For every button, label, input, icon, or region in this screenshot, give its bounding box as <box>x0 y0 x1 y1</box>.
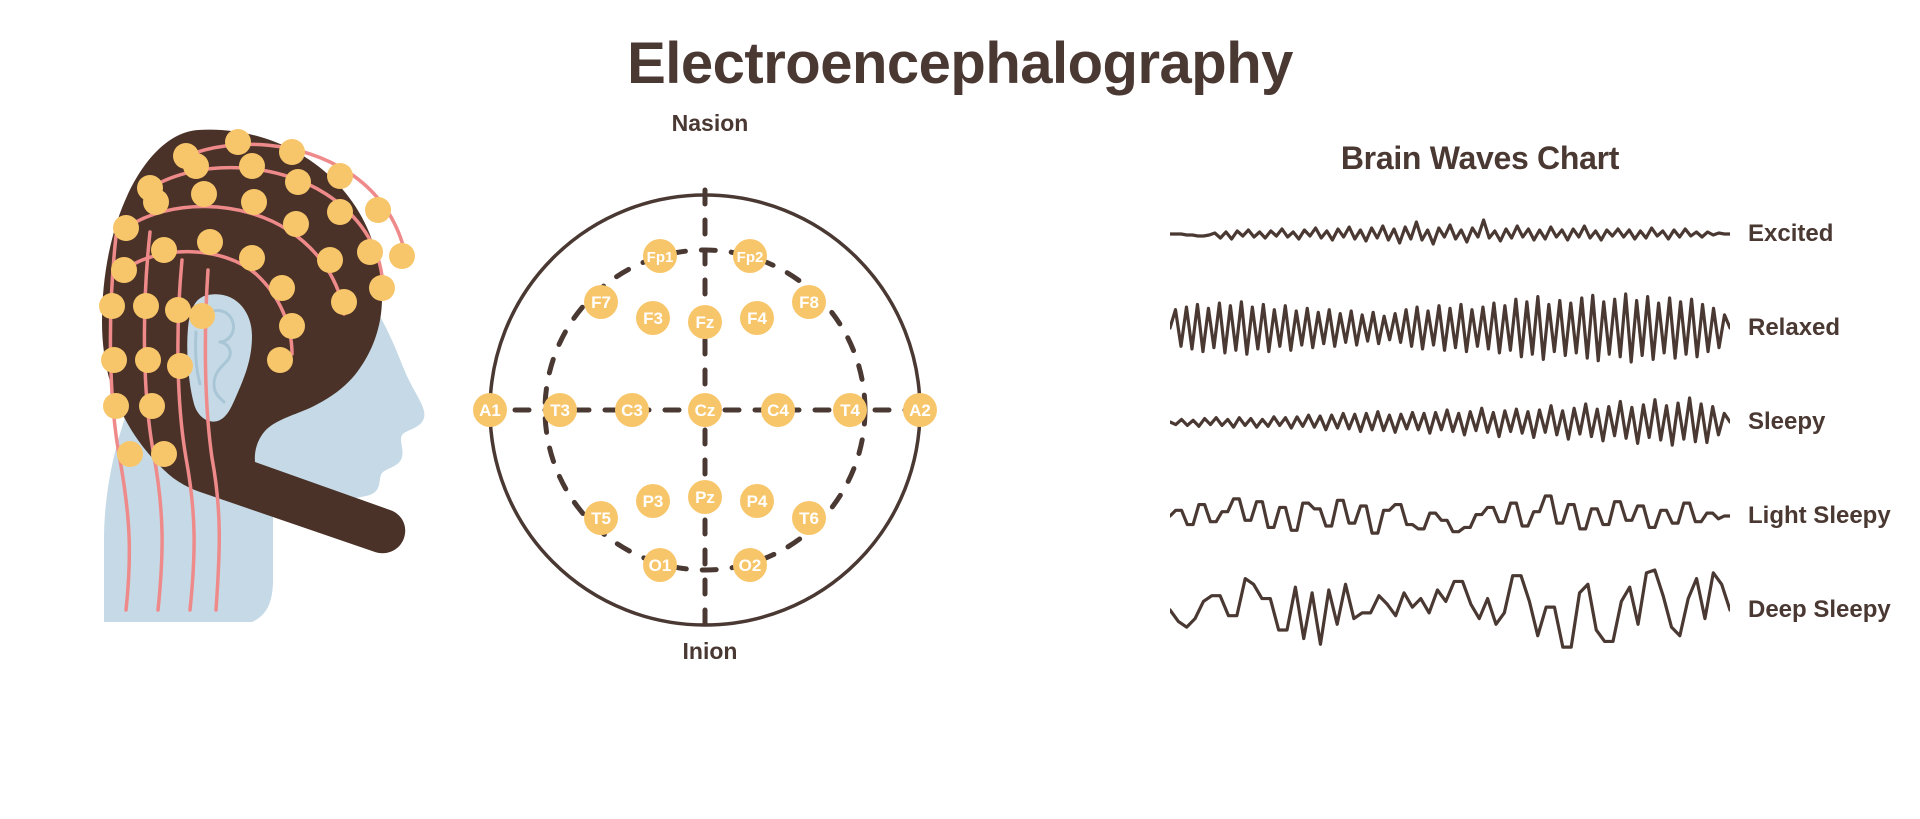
electrode-node-f3[interactable]: F3 <box>636 301 670 335</box>
electrode-node-t3[interactable]: T3 <box>543 393 577 427</box>
electrode-label: A1 <box>479 401 501 420</box>
electrode-label: O1 <box>649 556 672 575</box>
electrode-node-o1[interactable]: O1 <box>643 548 677 582</box>
wave-label-deep-sleepy: Deep Sleepy <box>1748 596 1891 623</box>
electrode-circle <box>792 501 826 535</box>
wave-label-light-sleepy: Light Sleepy <box>1748 502 1891 529</box>
electrode-node-fp2[interactable]: Fp2 <box>733 239 767 273</box>
electrode-node-a2[interactable]: A2 <box>903 393 937 427</box>
wave-row-deep-sleepy: Deep Sleepy <box>1170 564 1910 656</box>
electrode-node-f4[interactable]: F4 <box>740 301 774 335</box>
wave-path <box>1170 570 1730 647</box>
electrode-circle <box>688 393 722 427</box>
electrode-node-f7[interactable]: F7 <box>584 285 618 319</box>
wave-label-sleepy: Sleepy <box>1748 408 1826 435</box>
electrode-label: F4 <box>747 309 767 328</box>
electrode-circle <box>792 285 826 319</box>
electrode-circle <box>543 393 577 427</box>
electrode-node-f8[interactable]: F8 <box>792 285 826 319</box>
wave-trace-excited <box>1170 188 1730 280</box>
electrode-circle <box>903 393 937 427</box>
electrode-node-pz[interactable]: Pz <box>688 480 722 514</box>
wave-trace-deep-sleepy <box>1170 564 1730 656</box>
electrode-dots <box>99 129 415 467</box>
wave-row-light-sleepy: Light Sleepy <box>1170 470 1910 562</box>
electrode-label: F3 <box>643 309 663 328</box>
wave-label-excited: Excited <box>1748 220 1834 247</box>
electrode-circle <box>636 301 670 335</box>
wave-path <box>1170 294 1730 362</box>
wave-row-excited: Excited <box>1170 188 1910 280</box>
electrode-label: C3 <box>621 401 643 420</box>
wave-trace-light-sleepy <box>1170 470 1730 562</box>
electrode-node-fp1[interactable]: Fp1 <box>643 239 677 273</box>
electrode-label: T6 <box>799 509 819 528</box>
electrode-circle <box>636 484 670 518</box>
electrode-circle <box>615 393 649 427</box>
electrode-label: T3 <box>550 401 570 420</box>
nasion-label: Nasion <box>671 110 749 136</box>
electrode-circle <box>584 501 618 535</box>
wave-row-relaxed: Relaxed <box>1170 282 1910 374</box>
electrode-node-c4[interactable]: C4 <box>761 393 795 427</box>
brain-waves-chart-title: Brain Waves Chart <box>1340 140 1620 176</box>
electrode-label: Cz <box>695 401 716 420</box>
electrode-circle <box>740 484 774 518</box>
electrode-circle <box>733 548 767 582</box>
electrode-label: O2 <box>739 556 762 575</box>
electrode-node-t6[interactable]: T6 <box>792 501 826 535</box>
wave-path <box>1170 398 1730 445</box>
wave-label-relaxed: Relaxed <box>1748 314 1841 341</box>
electrode-label: T5 <box>591 509 611 528</box>
wave-trace-relaxed <box>1170 282 1730 374</box>
page-title: Electroencephalography <box>627 31 1293 96</box>
electrode-node-a1[interactable]: A1 <box>473 393 507 427</box>
electrode-label: F8 <box>799 293 819 312</box>
electrode-label: Pz <box>695 488 715 507</box>
electrode-node-p3[interactable]: P3 <box>636 484 670 518</box>
electrode-circle <box>688 305 722 339</box>
eeg-cap-shape <box>102 129 406 554</box>
electrode-node-c3[interactable]: C3 <box>615 393 649 427</box>
electrode-node-cz[interactable]: Cz <box>688 393 722 427</box>
wave-trace-sleepy <box>1170 376 1730 468</box>
electrode-label: Fz <box>696 313 715 332</box>
electrode-label: T4 <box>840 401 860 420</box>
electrode-node-fz[interactable]: Fz <box>688 305 722 339</box>
electrode-node-t5[interactable]: T5 <box>584 501 618 535</box>
electrode-label: P4 <box>747 492 768 511</box>
electrode-circle <box>761 393 795 427</box>
electrode-node-p4[interactable]: P4 <box>740 484 774 518</box>
electrode-circle <box>584 285 618 319</box>
electrode-label: P3 <box>643 492 664 511</box>
electrode-circle <box>473 393 507 427</box>
electrode-circle <box>740 301 774 335</box>
head-with-eeg-cap-graphic <box>99 129 425 622</box>
inion-label: Inion <box>682 638 738 664</box>
electrode-circle <box>733 239 767 273</box>
electrode-label: Fp1 <box>647 249 674 266</box>
electrode-node-o2[interactable]: O2 <box>733 548 767 582</box>
electrode-label: Fp2 <box>737 249 764 266</box>
electrode-circle <box>643 239 677 273</box>
electrode-circle <box>688 480 722 514</box>
electrode-label: F7 <box>591 293 611 312</box>
head-illustration-panel <box>30 110 490 650</box>
electrode-circle <box>643 548 677 582</box>
electrode-label: A2 <box>909 401 931 420</box>
wave-path <box>1170 220 1730 244</box>
electrode-node-t4[interactable]: T4 <box>833 393 867 427</box>
wave-row-sleepy: Sleepy <box>1170 376 1910 468</box>
electrode-label: C4 <box>767 401 789 420</box>
electrode-circle <box>833 393 867 427</box>
wave-path <box>1170 496 1730 533</box>
